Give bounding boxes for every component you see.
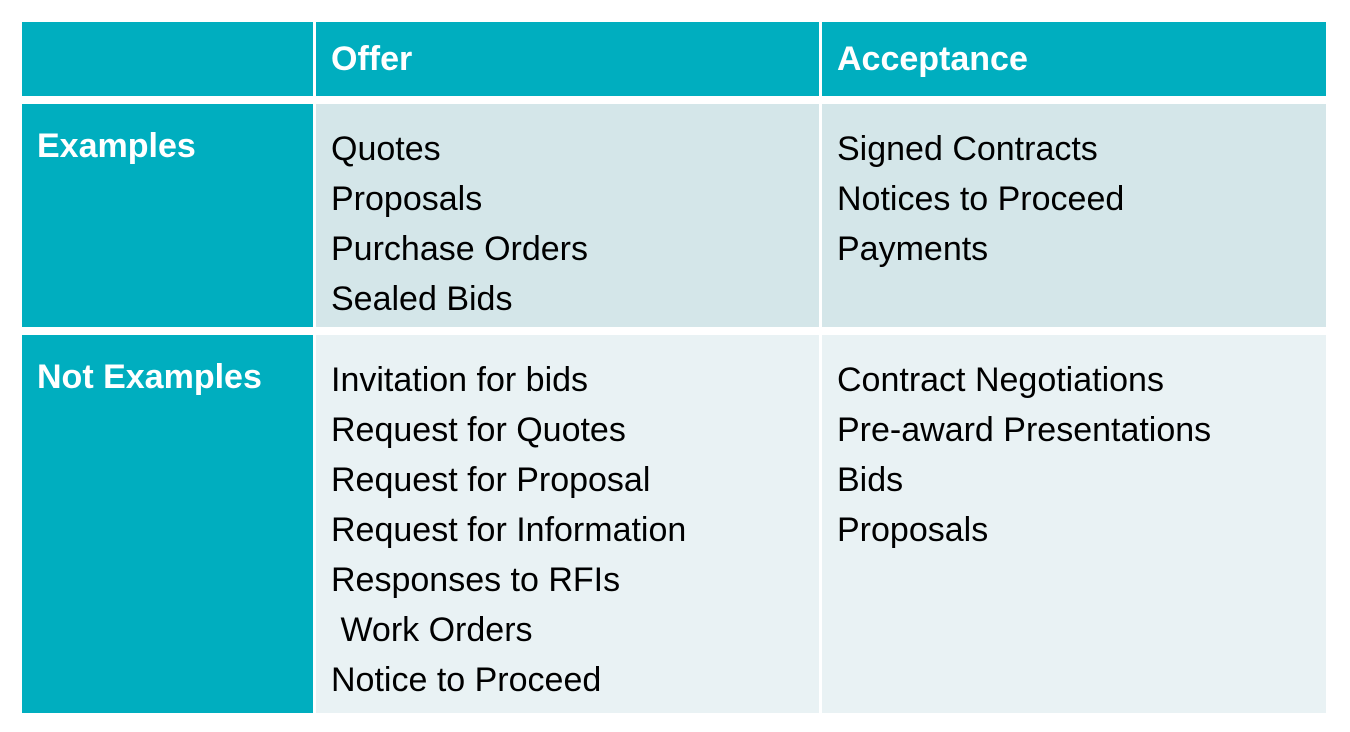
list-item: Request for Information (331, 511, 687, 549)
list-item: Work Orders (331, 611, 533, 649)
offer-acceptance-table: Offer Acceptance Examples Quotes Proposa… (22, 22, 1326, 713)
list-item: Request for Quotes (331, 411, 626, 449)
list-item: Purchase Orders (331, 230, 588, 268)
not-examples-offer-cell: Invitation for bids Request for Quotes R… (316, 335, 819, 713)
header-offer: Offer (316, 22, 819, 96)
list-item: Contract Negotiations (837, 361, 1164, 399)
list-item: Request for Proposal (331, 461, 651, 499)
row-label-not-examples: Not Examples (22, 335, 313, 713)
list-item: Sealed Bids (331, 280, 513, 318)
list-item: Notice to Proceed (331, 661, 602, 699)
list-item: Responses to RFIs (331, 561, 621, 599)
list-item: Notices to Proceed (837, 180, 1125, 218)
not-examples-acceptance-list: Contract Negotiations Pre-award Presenta… (837, 335, 1326, 555)
list-item: Invitation for bids (331, 361, 589, 399)
examples-acceptance-list: Signed Contracts Notices to Proceed Paym… (837, 104, 1326, 274)
list-item: Signed Contracts (837, 130, 1098, 168)
examples-offer-cell: Quotes Proposals Purchase Orders Sealed … (316, 104, 819, 327)
not-examples-offer-list: Invitation for bids Request for Quotes R… (331, 335, 819, 705)
list-item: Proposals (837, 511, 989, 549)
list-item: Proposals (331, 180, 483, 218)
header-corner-cell (22, 22, 313, 96)
list-item: Payments (837, 230, 989, 268)
list-item: Quotes (331, 130, 441, 168)
list-item: Bids (837, 461, 904, 499)
examples-acceptance-cell: Signed Contracts Notices to Proceed Paym… (822, 104, 1326, 327)
not-examples-acceptance-cell: Contract Negotiations Pre-award Presenta… (822, 335, 1326, 713)
list-item: Pre-award Presentations (837, 411, 1212, 449)
examples-offer-list: Quotes Proposals Purchase Orders Sealed … (331, 104, 819, 324)
header-acceptance: Acceptance (822, 22, 1326, 96)
row-label-examples: Examples (22, 104, 313, 327)
